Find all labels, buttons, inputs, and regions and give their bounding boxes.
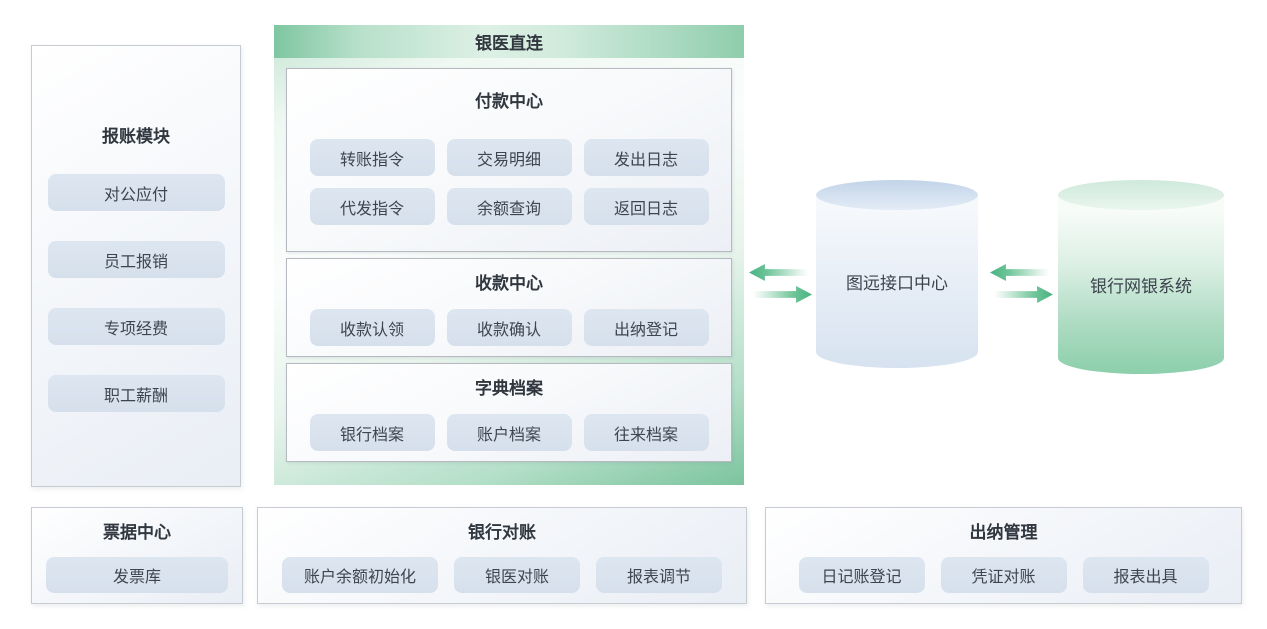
module-chip: 余额查询 [446,188,572,225]
module-chip: 出纳登记 [583,309,709,346]
interface-center-label: 图远接口中心 [846,274,948,293]
module-chip: 代发指令 [309,188,435,225]
module-chip: 员工报销 [47,241,225,278]
payment-center-list: 转账指令交易明细发出日志代发指令余额查询返回日志 [309,139,709,225]
module-chip: 报表出具 [1082,557,1209,593]
dictionary-archive-list: 银行档案账户档案往来档案 [309,414,709,451]
cylinder-body: 图远接口中心 [816,195,978,368]
module-chip: 专项经费 [47,308,225,345]
dictionary-archive-section: 字典档案 银行档案账户档案往来档案 [286,363,732,462]
module-chip: 收款确认 [446,309,572,346]
bank-hospital-link-title: 银医直连 [475,34,543,53]
reimbursement-module-list: 对公应付员工报销专项经费职工薪酬 [47,174,225,412]
flow-arrow-right-icon [753,286,812,303]
flow-arrow-left-icon [749,264,808,281]
dictionary-archive-title: 字典档案 [475,379,543,398]
payment-center-section: 付款中心 转账指令交易明细发出日志代发指令余额查询返回日志 [286,68,732,252]
module-chip: 凭证对账 [940,557,1067,593]
cylinder-top-icon [816,180,978,210]
bank-reconciliation-list: 账户余额初始化银医对账报表调节 [281,557,722,593]
reimbursement-module-title: 报账模块 [102,127,170,146]
flow-arrow-left-icon [990,264,1049,281]
bank-ebanking-system-label: 银行网银系统 [1090,277,1192,296]
module-chip: 职工薪酬 [47,375,225,412]
module-chip: 往来档案 [583,414,709,451]
bill-center-panel: 票据中心 发票库 [31,507,243,604]
module-chip: 收款认领 [309,309,435,346]
bank-reconciliation-panel: 银行对账 账户余额初始化银医对账报表调节 [257,507,747,604]
module-chip: 对公应付 [47,174,225,211]
module-chip: 银医对账 [454,557,580,593]
module-chip: 日记账登记 [798,557,925,593]
bank-hospital-link-header: 银医直连 [274,25,744,58]
module-chip: 交易明细 [446,139,572,176]
module-chip: 报表调节 [596,557,722,593]
module-chip: 账户档案 [446,414,572,451]
module-chip: 发出日志 [583,139,709,176]
cashier-management-panel: 出纳管理 日记账登记凭证对账报表出具 [765,507,1242,604]
cashier-management-title: 出纳管理 [969,523,1038,542]
module-chip: 账户余额初始化 [281,557,438,593]
module-chip: 发票库 [46,557,228,593]
bank-ebanking-system-cylinder: 银行网银系统 [1058,180,1224,374]
bank-hospital-link-panel: 银医直连 付款中心 转账指令交易明细发出日志代发指令余额查询返回日志 收款中心 … [274,25,744,485]
collection-center-list: 收款认领收款确认出纳登记 [309,309,709,346]
module-chip: 转账指令 [309,139,435,176]
collection-center-title: 收款中心 [475,274,543,293]
bill-center-title: 票据中心 [103,523,171,542]
module-chip: 返回日志 [583,188,709,225]
collection-center-section: 收款中心 收款认领收款确认出纳登记 [286,258,732,357]
payment-center-title: 付款中心 [475,92,543,111]
cashier-management-list: 日记账登记凭证对账报表出具 [798,557,1209,593]
bill-center-list: 发票库 [46,557,228,593]
interface-center-cylinder: 图远接口中心 [816,180,978,368]
flow-arrow-right-icon [994,286,1053,303]
bank-reconciliation-title: 银行对账 [468,523,536,542]
reimbursement-module-panel: 报账模块 对公应付员工报销专项经费职工薪酬 [31,45,241,487]
module-chip: 银行档案 [309,414,435,451]
cylinder-body: 银行网银系统 [1058,195,1224,374]
cylinder-top-icon [1058,180,1224,210]
